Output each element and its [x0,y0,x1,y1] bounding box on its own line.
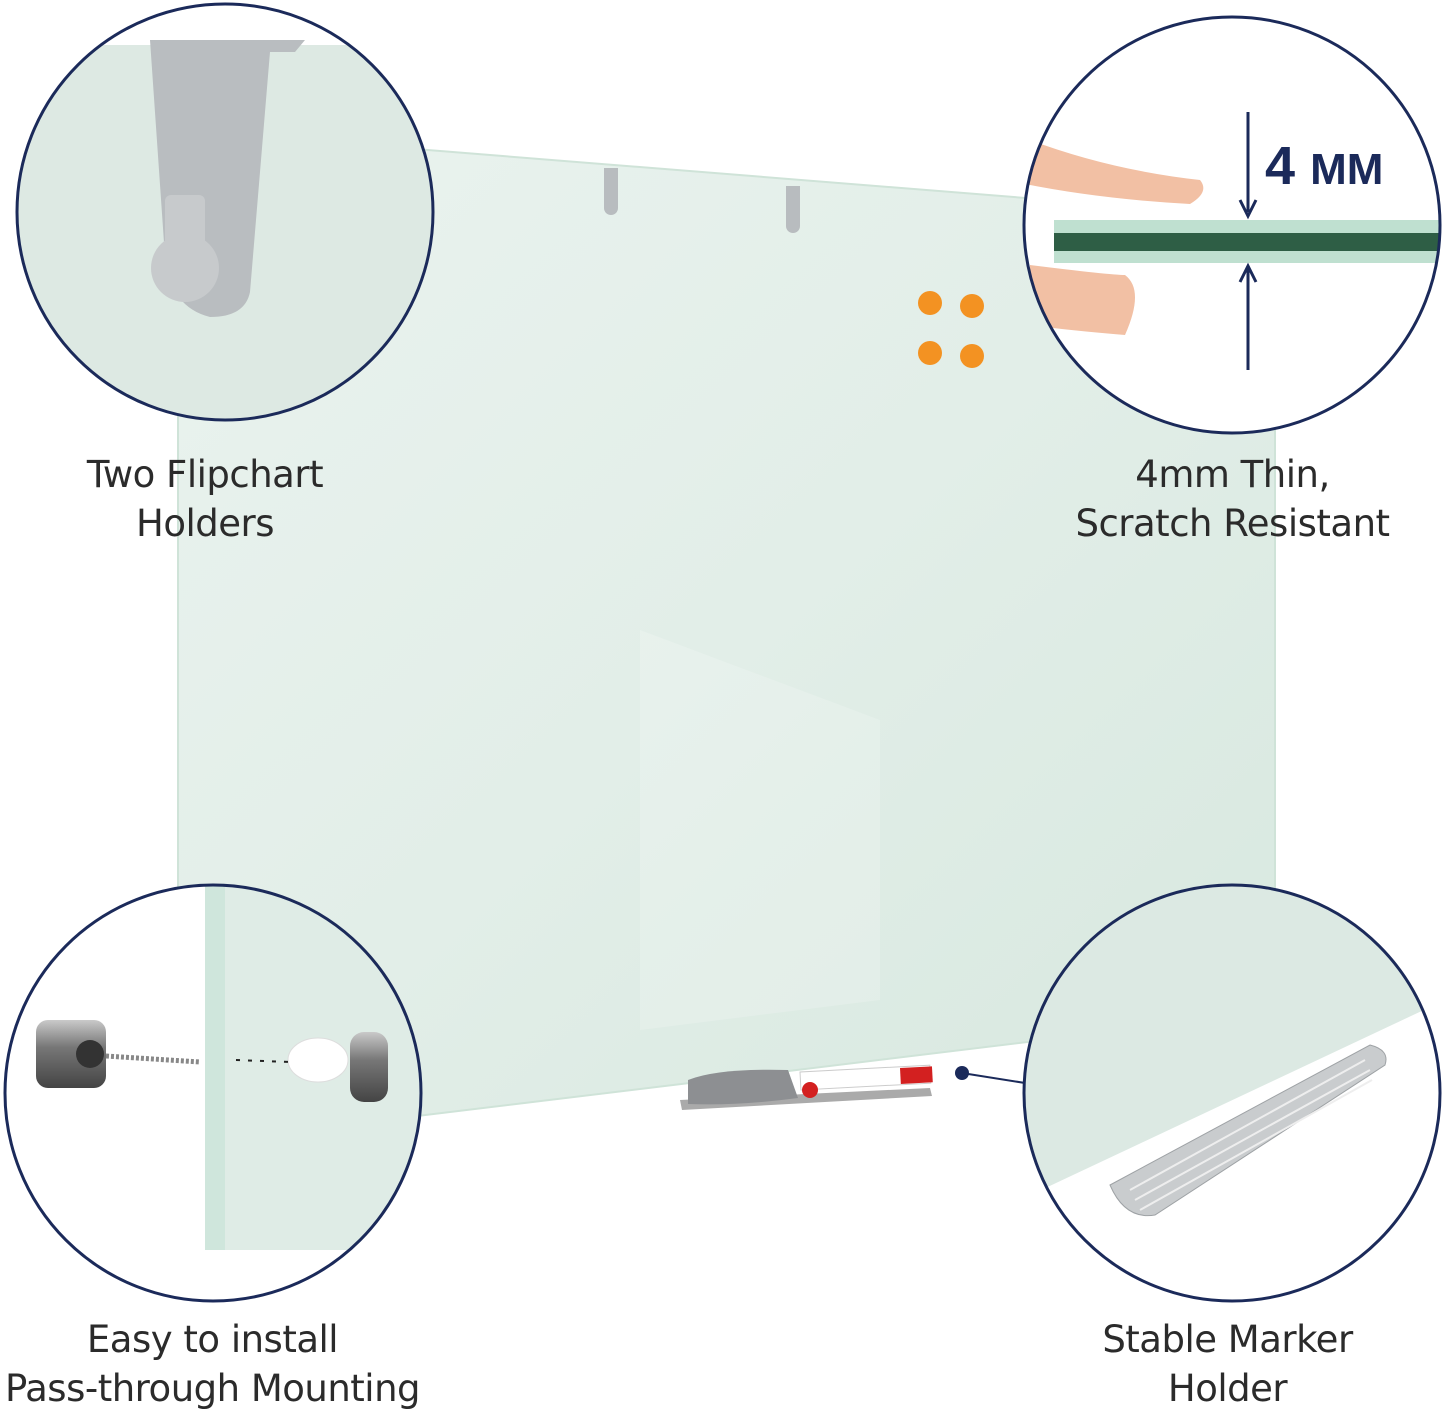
magnets [918,291,984,368]
thickness-closeup [1024,17,1440,433]
caption-line: Pass-through Mounting [4,1367,421,1410]
caption-line: Easy to install [86,1318,339,1361]
caption-mounting: Easy to install Pass-through Mounting [0,1315,425,1410]
caption-line: Two Flipchart Holders [86,453,324,545]
caption-thin: 4mm Thin, Scratch Resistant [1040,450,1425,548]
detail-circle-thickness [1022,15,1442,435]
thickness-unit: MM [1310,145,1384,194]
marker-tray [680,1064,933,1110]
callout-line [961,1072,1026,1084]
caption-line: Stable Marker [1102,1318,1353,1361]
thickness-label: 4 MM [1265,135,1383,197]
detail-circle-mounting [3,883,423,1303]
detail-circle-marker-holder [1022,883,1442,1303]
holder-closeup [17,4,433,420]
caption-marker-holder: Stable Marker Holder [1060,1315,1395,1410]
caption-line: Scratch Resistant [1075,502,1390,545]
flipchart-hook-icon [604,168,618,215]
marker-holder-closeup [1024,885,1440,1301]
thickness-number: 4 [1265,136,1296,196]
caption-line: Holder [1167,1367,1288,1410]
flipchart-hook-icon [786,186,800,233]
detail-circle-holders [15,2,435,422]
caption-flipchart-holders: Two Flipchart Holders [20,450,390,548]
caption-line: 4mm Thin, [1135,453,1330,496]
reflection [640,630,880,1030]
